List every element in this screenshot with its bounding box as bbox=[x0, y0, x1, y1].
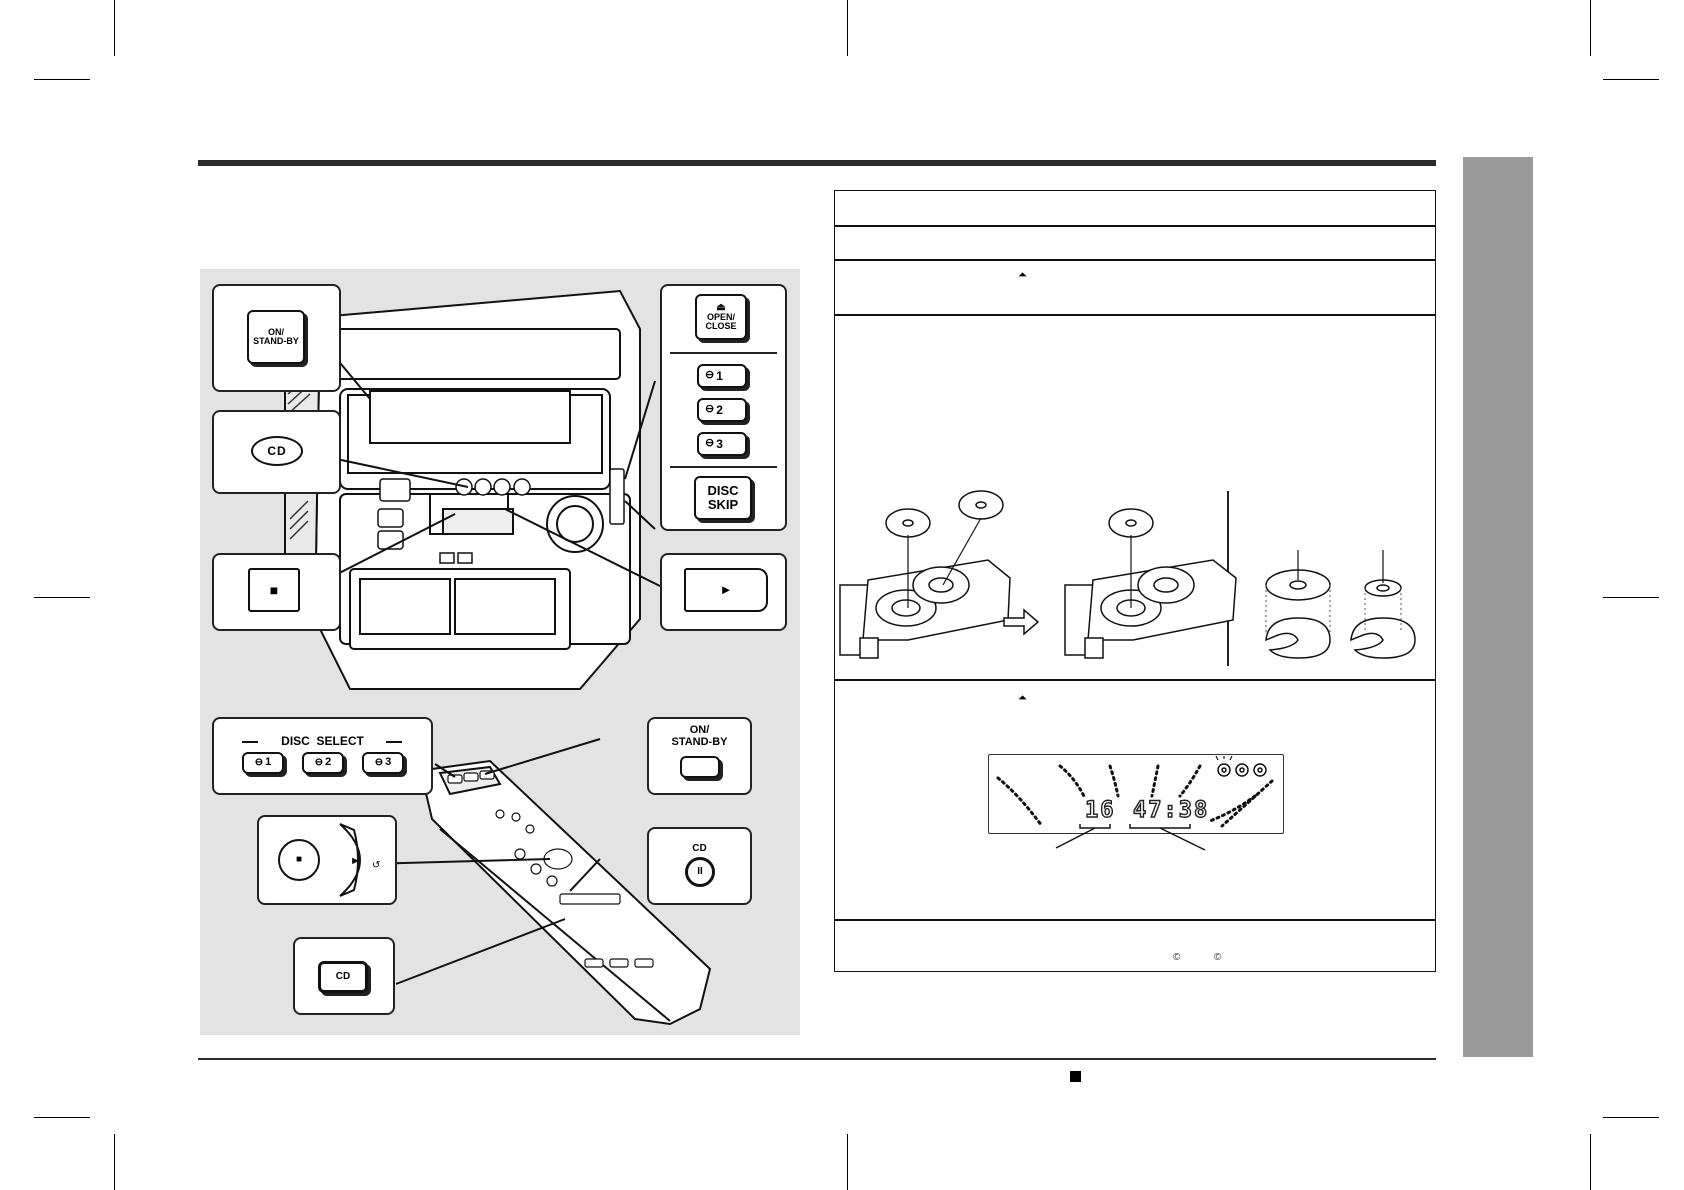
remote-disc-1-label: 1 bbox=[265, 756, 272, 769]
disc-icon: ⊖ bbox=[254, 756, 264, 768]
open-close-label: OPEN/ CLOSE bbox=[705, 311, 737, 331]
play-button[interactable]: ► bbox=[684, 568, 768, 612]
disc-tray-illustration bbox=[839, 490, 1416, 659]
disc-icon: ⊖ bbox=[374, 756, 384, 768]
section-tab bbox=[1463, 157, 1533, 1057]
stop-symbol: ■ bbox=[269, 581, 279, 598]
footer-rule bbox=[198, 1058, 1436, 1060]
cd-label: CD bbox=[267, 443, 287, 458]
table-divider bbox=[835, 259, 1435, 261]
disc-select-label: DISC SELECT bbox=[281, 734, 364, 748]
crop-mark bbox=[1590, 0, 1591, 56]
lcd-display bbox=[988, 754, 1284, 834]
remote-on-standby-label: ON/ STAND-BY bbox=[671, 724, 728, 749]
remote-play-button[interactable]: ► ↺ bbox=[332, 820, 392, 900]
crop-mark bbox=[847, 1134, 848, 1190]
remote-cd-label: CD bbox=[692, 843, 707, 854]
remote-on-standby-button[interactable] bbox=[680, 756, 720, 778]
callout-remote-stop-play bbox=[257, 815, 397, 905]
table-divider bbox=[835, 314, 1435, 316]
disc-icon: © bbox=[1214, 952, 1222, 963]
remote-cd-button-label: CD bbox=[335, 970, 351, 982]
crop-mark bbox=[34, 1117, 90, 1118]
disc-icon: ⊖ bbox=[314, 756, 324, 768]
lcd-pointer-lines bbox=[1055, 824, 1206, 851]
lcd-time: 47:38 bbox=[1132, 797, 1210, 823]
remote-stop-symbol: ■ bbox=[295, 853, 303, 865]
disc-3-button[interactable]: ⊖ 3 bbox=[697, 432, 747, 456]
disc-icon: ⊖ bbox=[705, 437, 715, 450]
stop-button[interactable]: ■ bbox=[248, 568, 300, 612]
svg-text:↺: ↺ bbox=[372, 860, 380, 871]
crop-mark bbox=[34, 597, 90, 598]
disc-1-label: 1 bbox=[716, 368, 723, 383]
open-close-button[interactable]: ⏏ OPEN/ CLOSE bbox=[695, 294, 747, 340]
table-divider bbox=[835, 679, 1435, 681]
bracket-line bbox=[386, 741, 402, 743]
disc-skip-button[interactable]: DISC SKIP bbox=[694, 476, 752, 520]
disc-1-button[interactable]: ⊖ 1 bbox=[697, 364, 747, 388]
disc-2-label: 2 bbox=[716, 402, 723, 417]
crop-mark bbox=[847, 0, 848, 56]
instruction-table bbox=[834, 190, 1436, 972]
remote-cd-button[interactable]: CD bbox=[318, 961, 368, 993]
lcd-track-number: 16 bbox=[1084, 797, 1116, 823]
remote-play-symbol: ► bbox=[350, 855, 361, 867]
remote-disc-2-label: 2 bbox=[325, 756, 332, 769]
crop-mark bbox=[34, 79, 90, 80]
disc-icon: ⊖ bbox=[705, 369, 715, 382]
on-standby-button[interactable]: ON/ STAND-BY bbox=[247, 310, 305, 364]
footer-marker bbox=[1070, 1071, 1081, 1082]
disc-icon: ⊖ bbox=[705, 403, 715, 416]
disc-3-label: 3 bbox=[716, 436, 723, 451]
divider bbox=[670, 466, 777, 468]
stereo-unit-illustration bbox=[284, 289, 712, 1026]
cd-button[interactable]: CD bbox=[251, 436, 303, 466]
remote-disc-3-button[interactable]: ⊖ 3 bbox=[362, 752, 404, 774]
bracket-line bbox=[242, 741, 258, 743]
eject-icon: ⏏ bbox=[716, 301, 726, 313]
remote-pause-button[interactable]: II bbox=[685, 857, 715, 887]
remote-stop-button[interactable]: ■ bbox=[278, 839, 320, 881]
remote-pause-symbol: II bbox=[697, 865, 703, 877]
play-symbol: ► bbox=[719, 582, 733, 598]
divider bbox=[670, 352, 777, 354]
lcd-segments-decoration bbox=[996, 756, 1274, 828]
disc-icon: © bbox=[1173, 952, 1181, 963]
disc-skip-label: DISC SKIP bbox=[707, 483, 739, 512]
header-rule bbox=[198, 160, 1436, 166]
crop-mark bbox=[114, 1134, 115, 1190]
crop-mark bbox=[1603, 1117, 1659, 1118]
remote-disc-2-button[interactable]: ⊖ 2 bbox=[302, 752, 344, 774]
on-standby-label: ON/ STAND-BY bbox=[253, 326, 299, 346]
remote-disc-1-button[interactable]: ⊖ 1 bbox=[242, 752, 284, 774]
crop-mark bbox=[1603, 597, 1659, 598]
right-arrow-icon bbox=[1003, 608, 1040, 636]
remote-disc-3-label: 3 bbox=[385, 756, 392, 769]
eject-icon: ⏶ bbox=[1018, 269, 1027, 281]
callout-on-standby bbox=[212, 284, 341, 392]
table-divider bbox=[835, 919, 1435, 921]
disc-2-button[interactable]: ⊖ 2 bbox=[697, 398, 747, 422]
crop-mark bbox=[114, 0, 115, 56]
table-divider bbox=[835, 225, 1435, 227]
crop-mark bbox=[1603, 79, 1659, 80]
eject-icon: ⏶ bbox=[1018, 692, 1027, 704]
crop-mark bbox=[1590, 1134, 1591, 1190]
